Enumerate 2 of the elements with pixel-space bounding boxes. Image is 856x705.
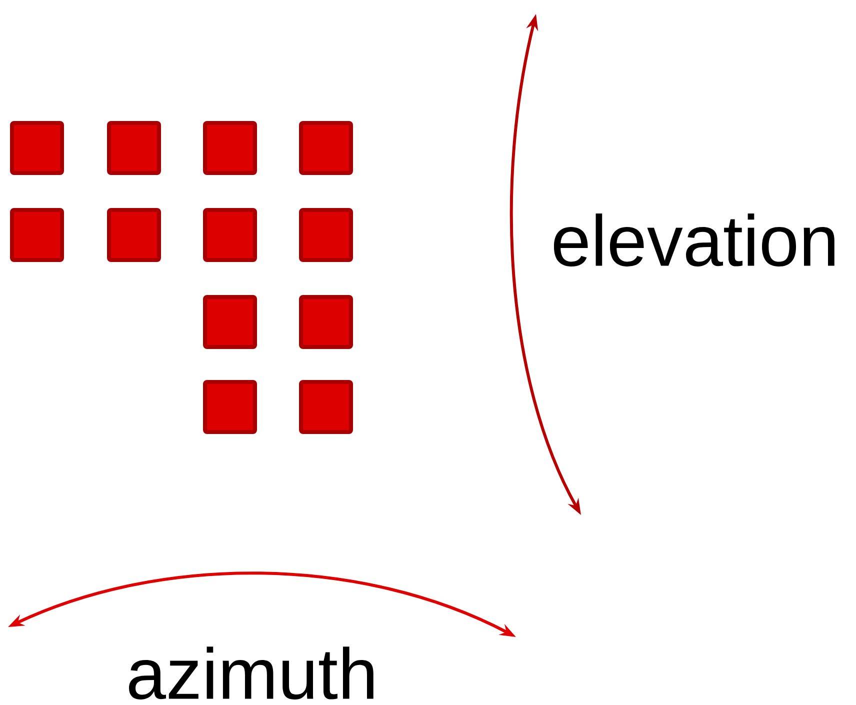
axis-label: azimuth [129,646,374,700]
axis-label: elevation [554,214,834,266]
